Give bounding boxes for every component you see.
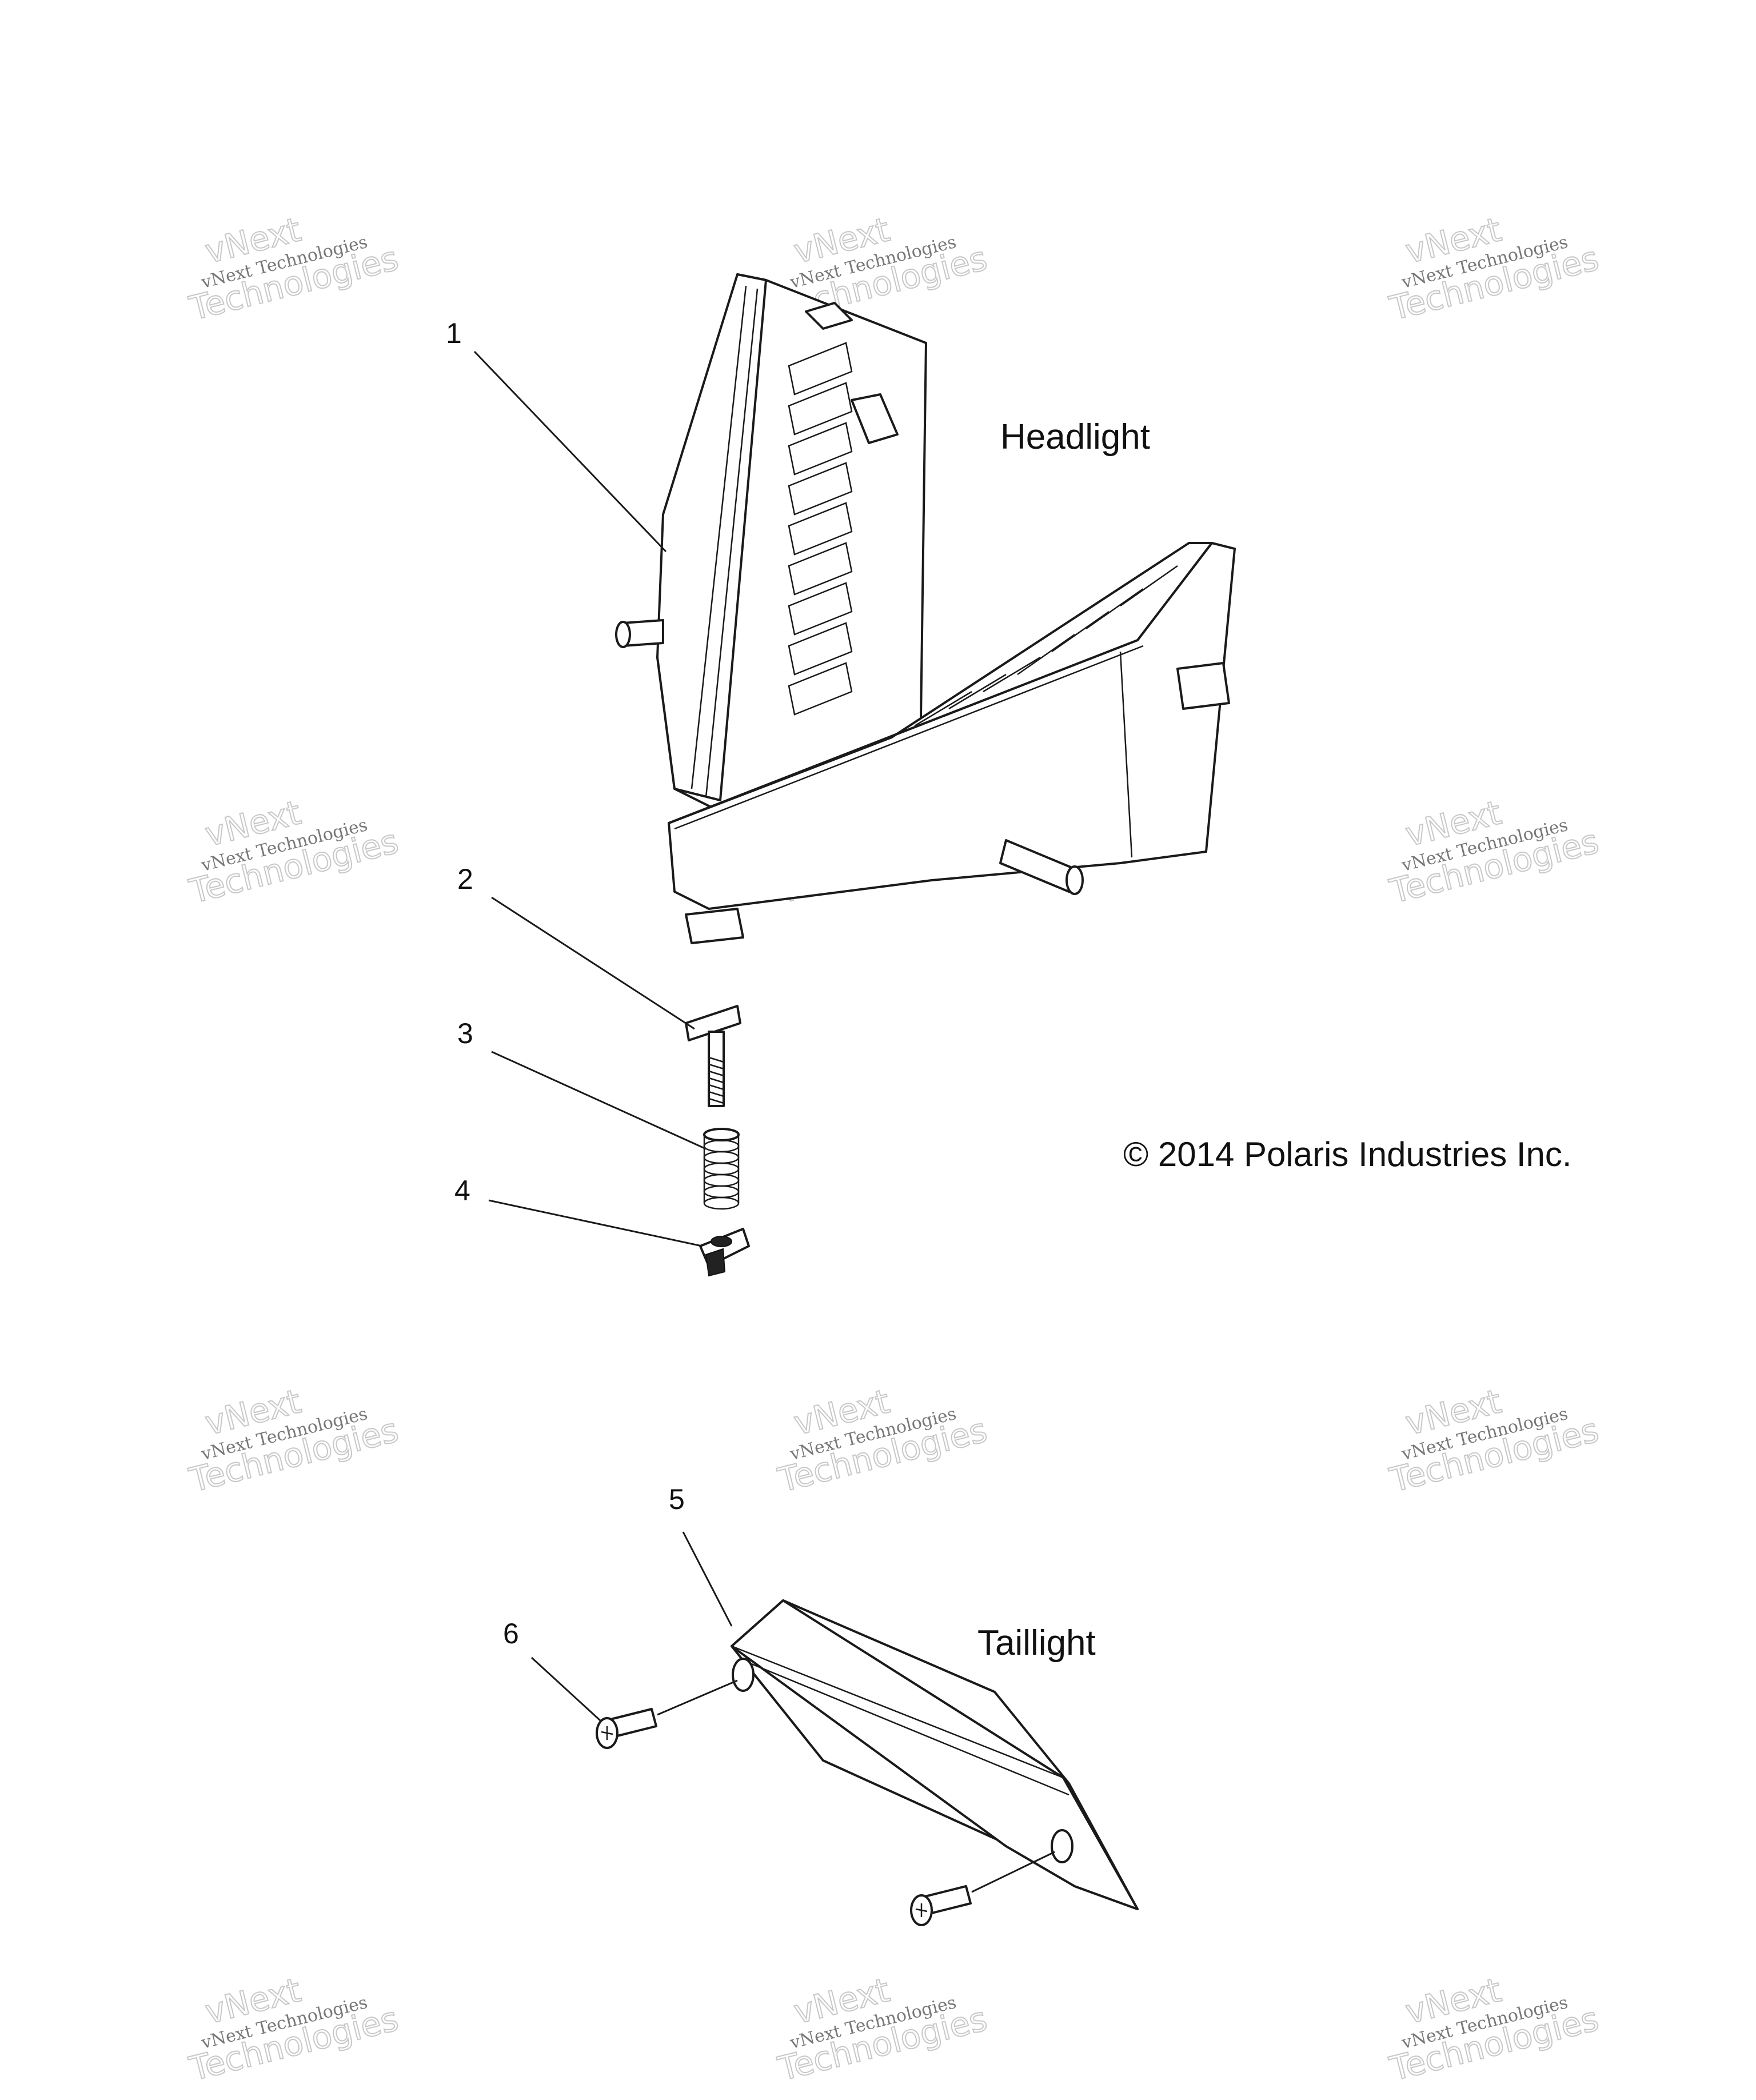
leader-4: [488, 1199, 703, 1247]
watermark: vNext vNext Technologies Technologies: [773, 1970, 991, 2089]
clip-nut: [699, 1228, 750, 1277]
adjuster-screw: [685, 1005, 741, 1107]
lens-edge-line: [691, 285, 747, 789]
headlight-lens-top-face: [668, 542, 1213, 824]
callout-1: 1: [446, 317, 462, 349]
callout-5: 5: [669, 1483, 685, 1515]
watermark: vNext vNext Technologies Technologies: [185, 1381, 402, 1500]
lens-edge-line: [1119, 651, 1133, 858]
leader-1: [473, 350, 667, 553]
screw-axis-lower: [971, 1851, 1055, 1893]
watermark: vNext vNext Technologies Technologies: [773, 1381, 991, 1500]
watermark: vNext vNext Technologies Technologies: [1385, 1970, 1603, 2089]
taillight-label: Taillight: [977, 1623, 1096, 1663]
screw-axis-upper: [657, 1679, 738, 1716]
mounting-tab-top: [805, 302, 853, 330]
watermark: vNext vNext Technologies Technologies: [1385, 792, 1603, 912]
headlight-side-lens: [656, 273, 767, 801]
screw-t-head: [685, 1005, 741, 1041]
taillight-mount-hole: [732, 1658, 755, 1692]
mounting-clip-right: [1176, 662, 1230, 710]
taillight-mount-hole: [1051, 1829, 1073, 1863]
callout-3: 3: [457, 1017, 473, 1049]
lens-edge-line: [674, 645, 1144, 830]
leader-lines: [473, 350, 1055, 1893]
lens-top-hatching: [914, 565, 1178, 727]
watermark: vNext vNext Technologies Technologies: [1385, 1381, 1603, 1500]
taillight-assembly: [731, 1599, 1139, 1910]
leader-6: [530, 1656, 601, 1722]
leader-3: [491, 1051, 707, 1150]
copyright-notice: © 2014 Polaris Industries Inc.: [1123, 1135, 1572, 1173]
callout-6: 6: [503, 1618, 519, 1650]
leader-5: [682, 1531, 733, 1627]
callout-2: 2: [457, 863, 473, 895]
headlight-assembly: [615, 273, 1236, 944]
mounting-tab-upper: [851, 393, 899, 444]
screw-thread: [708, 1056, 724, 1104]
screw-upper: [596, 1708, 657, 1749]
headlight-label: Headlight: [1000, 417, 1150, 457]
taillight-edge-line: [743, 1659, 1069, 1796]
watermark: vNext vNext Technologies Technologies: [185, 792, 402, 912]
lens-edge-line: [705, 288, 759, 798]
watermark: vNext vNext Technologies Technologies: [185, 209, 402, 329]
callout-4: 4: [454, 1175, 470, 1207]
spring: [703, 1128, 740, 1210]
stud-end: [1065, 865, 1084, 895]
screw-lower: [910, 1885, 972, 1926]
watermark: vNext vNext Technologies Technologies: [185, 1970, 402, 2089]
watermark: vNext vNext Technologies Technologies: [1385, 209, 1603, 329]
leader-2: [491, 896, 695, 1030]
taillight-lens-face: [731, 1599, 1139, 1910]
cooling-fins: [788, 342, 853, 716]
taillight-edge-line: [731, 1645, 1064, 1779]
mounting-tab-bottom: [685, 908, 744, 944]
stud-end: [615, 621, 631, 648]
